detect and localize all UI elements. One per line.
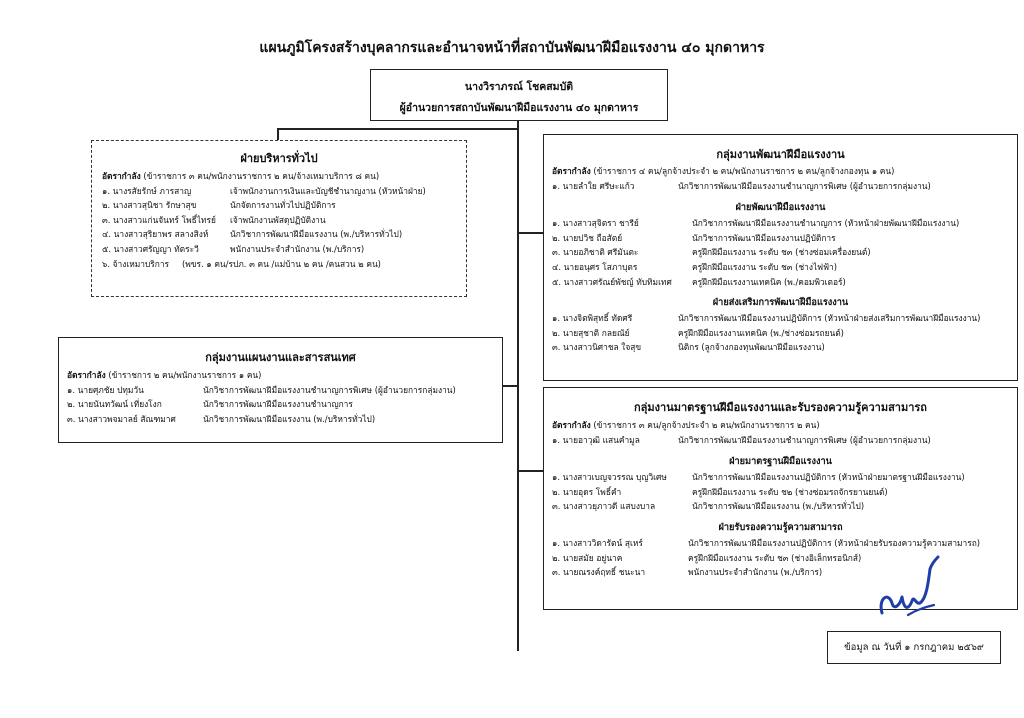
data-date: ข้อมูล ณ วันที่ ๑ กรกฎาคม ๒๕๖๙ [844,642,984,653]
connector-to-std [517,470,543,472]
std-sub1-member: ๑. นางสาวเบญจวรรณ บุญวิเศษนักวิชาการพัฒน… [552,472,965,483]
admin-member: ๑. นางรสัยรักษ์ ภารสาญเจ้าพนักงานการเงิน… [102,185,426,196]
std-sub1-member: ๒. นายอุดร โพธิ์คำครูฝึกฝีมือแรงงาน ระดั… [552,486,888,497]
connector-top-horizontal [277,128,518,130]
plan-heading: กลุ่มงานแผนงานและสารสนเทศ [205,351,356,364]
dev-sub2-member: ๓. นางสาวนิศาชล ใจสุขนิติกร (ลูกจ้างกองท… [552,342,825,353]
dev-sub1-member: ๓. นายอภิชาติ ศรีมันตะครูฝึกฝีมือแรงงาน … [552,247,871,258]
std-sub1-heading: ฝ่ายมาตรฐานฝีมือแรงงาน [729,456,832,468]
data-date-box: ข้อมูล ณ วันที่ ๑ กรกฎาคม ๒๕๖๙ [827,631,1001,664]
std-heading: กลุ่มงานมาตรฐานฝีมือแรงงานและรับรองความร… [634,401,927,414]
connector-to-dev [517,232,543,234]
director-box: นางวิราภรณ์ โชคสมบัติ ผู้อำนวยการสถาบันพ… [370,69,668,121]
connector-to-plan [503,385,518,387]
plan-strength: อัตรากำลัง (ข้าราชการ ๒ คน/พนักงานราชการ… [67,370,262,380]
std-lead: ๑. นายอาวุฒิ แสนคำมูลนักวิชาการพัฒนาฝีมื… [552,434,931,445]
std-strength: อัตรากำลัง (ข้าราชการ ๓ คน/ลูกจ้างประจำ … [552,420,820,430]
plan-member: ๒. นายนันทวัฒน์ เที่ยงโงกนักวิชาการพัฒนา… [67,399,353,410]
admin-member: ๓. นางสาวแก่นจันทร์ โพธิ์ไทรย์เจ้าพนักงา… [102,214,326,225]
plan-member: ๓. นางสาวพจมาลย์ สัณฑมาศนักวิชาการพัฒนาฝ… [67,413,376,424]
std-box: กลุ่มงานมาตรฐานฝีมือแรงงานและรับรองความร… [543,387,1018,610]
signature-mark [879,555,940,617]
std-sub2-member: ๑. นางสาววิดารัตน์ สุเหร์นักวิชาการพัฒนา… [552,537,981,548]
dev-sub2-member: ๒. นายสุชาติ กลยณัย์ครูฝึกฝีมือแรงงานเทค… [552,327,844,338]
dev-sub1-member: ๑. นางสาวสุจิตรา ชารีย์นักวิชาการพัฒนาฝี… [552,218,960,229]
dev-sub2-heading: ฝ่ายส่งเสริมการพัฒนาฝีมือแรงงาน [712,297,849,309]
std-sub2-heading: ฝ่ายรับรองความรู้ความสามารถ [718,521,843,533]
admin-strength: อัตรากำลัง (ข้าราชการ ๓ คน/พนักงานราชการ… [102,171,380,181]
std-sub1-member: ๓. นางสาวยุภาวดี แสบงบาลนักวิชาการพัฒนาฝ… [552,501,865,512]
chart-title: แผนภูมิโครงสร้างบุคลากรและอำนาจหน้าที่สถ… [259,40,765,56]
admin-member: ๔. นางสาวสุริยาพร สลางสิงห์นักวิชาการพัฒ… [102,229,403,240]
dev-strength: อัตรากำลัง (ข้าราชการ ๔ คน/ลูกจ้างประจำ … [552,166,895,176]
dev-heading: กลุ่มงานพัฒนาฝีมือแรงงาน [716,148,845,161]
dev-sub2-member: ๑. นางจิตพิสุทธิ์ ทัดศรีนักวิชาการพัฒนาฝ… [552,313,981,324]
dev-lead: ๑. นายลำใย ศรีษะแก้วนักวิชาการพัฒนาฝีมือ… [552,180,931,191]
admin-member: ๖. จ้างเหมาบริการ(พขร. ๑ คน/รปภ. ๓ คน /แ… [102,258,381,269]
director-position: ผู้อำนวยการสถาบันพัฒนาฝีมือแรงงาน ๔๐ มุก… [399,102,639,114]
std-sub2-member: ๓. นายณรงค์ฤทธิ์ ชนะนาพนักงานประจำสำนักง… [552,567,823,578]
dev-sub1-member: ๕. นางสาวศรัณย์พัชญ์ ทับทิมเทศครูฝึกฝีมื… [552,276,846,287]
admin-box: ฝ่ายบริหารทั่วไป อัตรากำลัง (ข้าราชการ ๓… [91,140,467,297]
dev-sub1-member: ๔. นายอนุศร โสภาบุตรครูฝึกฝีมือแรงงาน ระ… [552,261,837,272]
dev-box: กลุ่มงานพัฒนาฝีมือแรงงาน อัตรากำลัง (ข้า… [543,134,1018,381]
admin-heading: ฝ่ายบริหารทั่วไป [240,152,318,165]
admin-member: ๕. นางสาวศรัญญา ทัตระวีพนักงานประจำสำนัก… [102,243,365,254]
plan-member: ๑. นายศุภชัย ปทุมวันนักวิชาการพัฒนาฝีมือ… [67,384,456,395]
dev-sub1-heading: ฝ่ายพัฒนาฝีมือแรงงาน [735,202,826,214]
std-sub2-member: ๒. นายสมัย อยู่นาคครูฝึกฝีมือแรงงาน ระดั… [552,552,862,563]
dev-sub1-member: ๒. นายปวิช ถือสัตย์นักวิชาการพัฒนาฝีมือแ… [552,232,836,243]
plan-box: กลุ่มงานแผนงานและสารสนเทศ อัตรากำลัง (ข้… [58,337,503,443]
director-name: นางวิราภรณ์ โชคสมบัติ [464,81,574,93]
connector-admin-drop [277,128,279,140]
admin-member: ๒. นางสาวสุนิชา รักษาสุขนักจัดการงานทั่ว… [102,200,336,211]
